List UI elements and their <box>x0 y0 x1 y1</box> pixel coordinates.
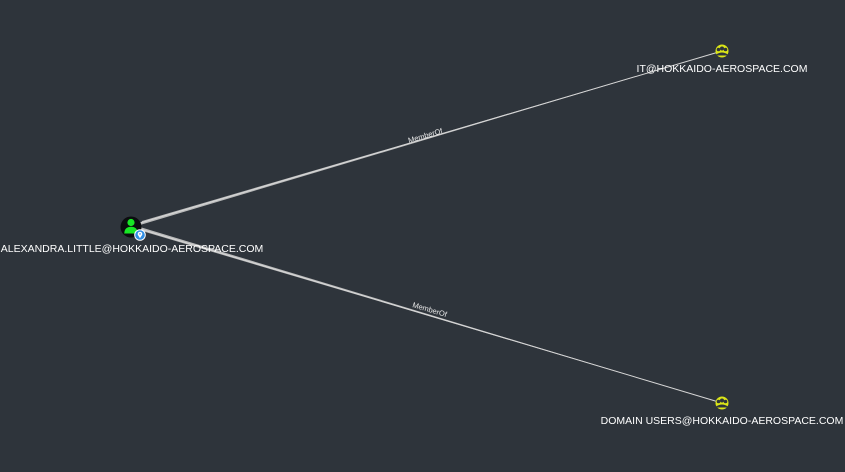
node-label-group-it: IT@HOKKAIDO-AEROSPACE.COM <box>637 63 808 75</box>
node-label-group-domain-users: DOMAIN USERS@HOKKAIDO-AEROSPACE.COM <box>601 415 844 427</box>
group-icon <box>715 396 729 410</box>
node-user[interactable]: ALEXANDRA.LITTLE@HOKKAIDO-AEROSPACE.COM <box>1 216 264 256</box>
location-pin-icon <box>134 229 146 241</box>
group-icon <box>715 44 729 58</box>
edge-memberof-it[interactable]: MemberOf <box>139 50 723 225</box>
node-group-it[interactable]: IT@HOKKAIDO-AEROSPACE.COM <box>637 44 808 76</box>
node-group-domain-users[interactable]: DOMAIN USERS@HOKKAIDO-AEROSPACE.COM <box>601 396 844 428</box>
node-label-user: ALEXANDRA.LITTLE@HOKKAIDO-AEROSPACE.COM <box>1 243 264 255</box>
edge-label-memberof-it: MemberOf <box>407 126 444 145</box>
